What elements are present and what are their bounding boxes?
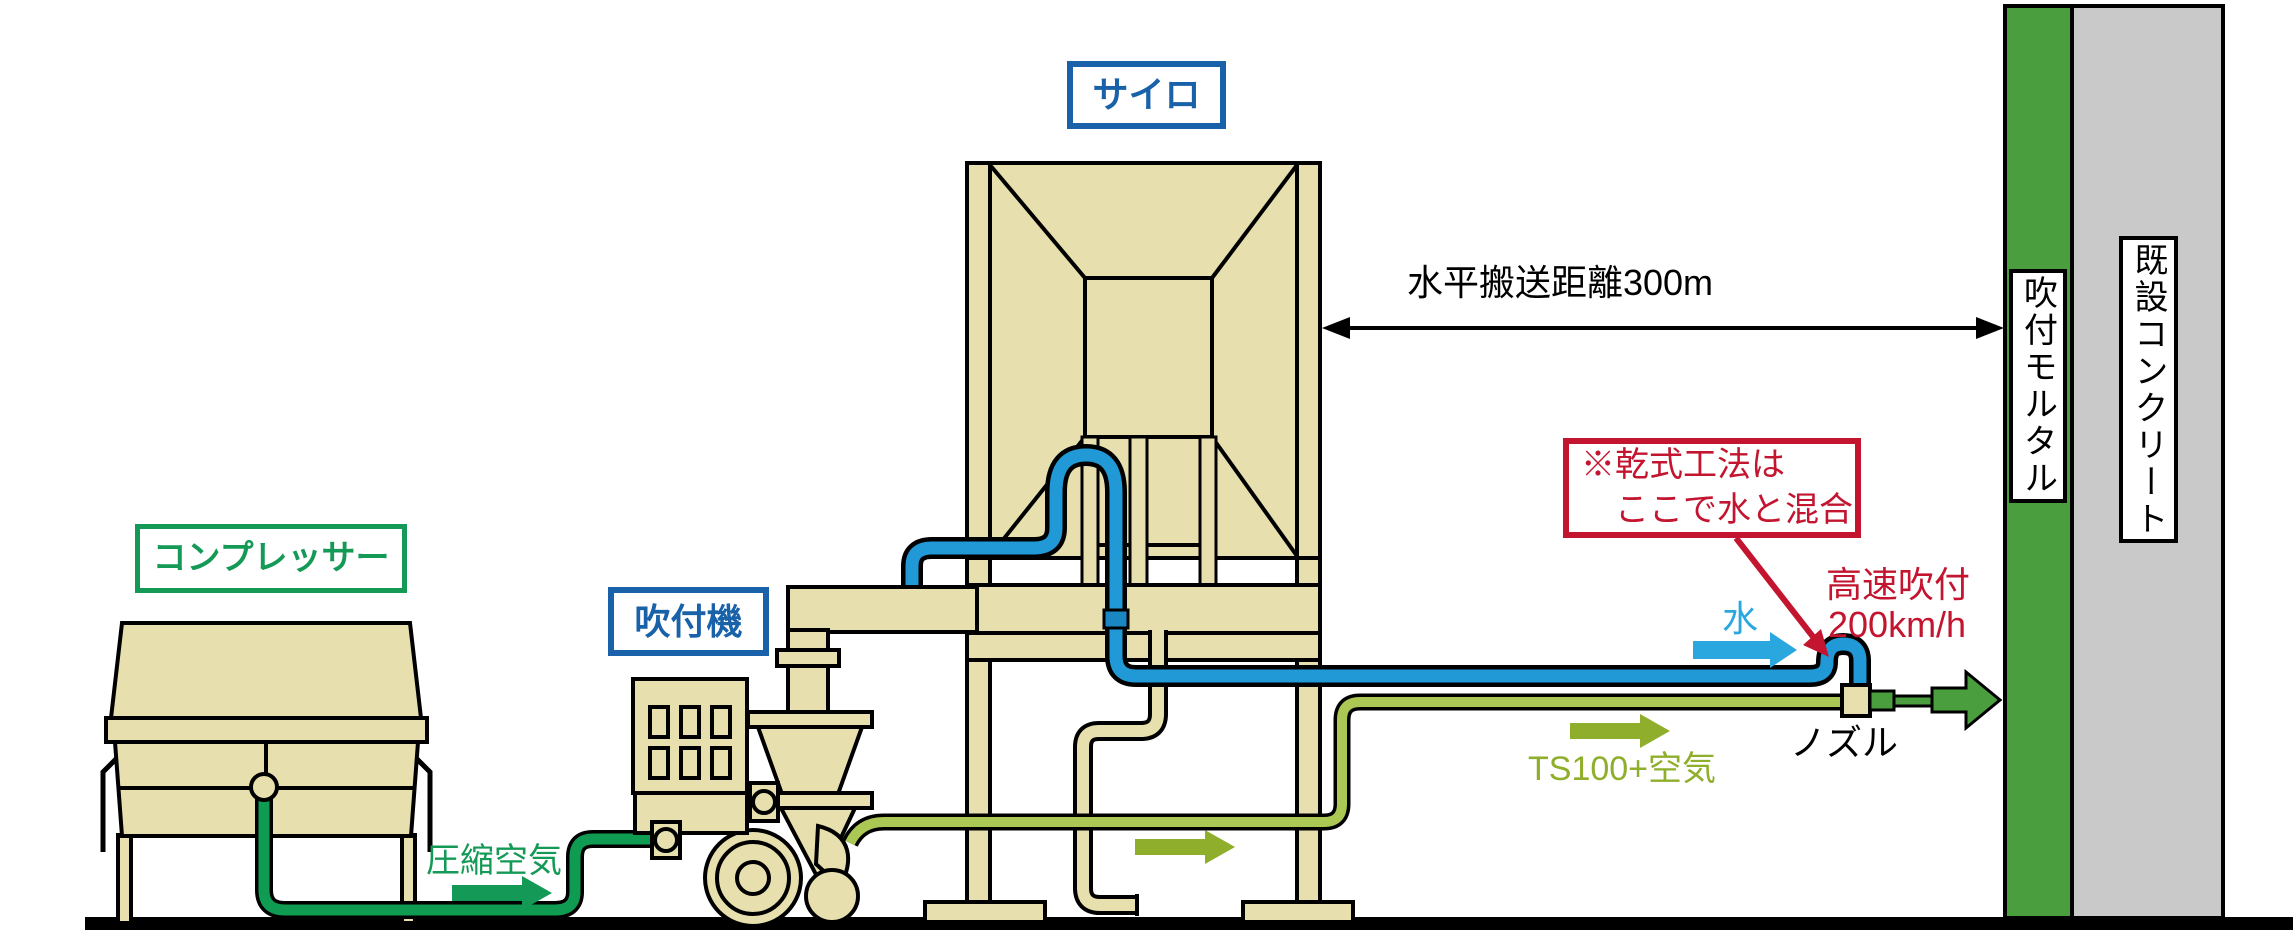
compressor-outlet-port [249,772,279,802]
highspeed-label-line2: 200km/h [1828,604,1967,645]
dry-method-note: ※乾式工法は ここで水と混合 [1563,438,1861,538]
ground-line [85,917,2293,930]
ts100-air-pipe [842,693,1845,848]
distance-dimension-arrow [1322,317,2004,339]
water-label: 水 [1722,598,1759,639]
compressor-hood [108,621,424,720]
ts100-label: TS100+空気 [1528,750,1717,788]
silo-label-box: サイロ [1067,61,1226,129]
ts100-flow-arrow [1570,714,1670,748]
nozzle-label: ノズル [1790,722,1899,763]
note-line2: ここで水と混合 [1615,491,1853,529]
compressor-label: コンプレッサー [152,538,390,577]
silo-right-foot [1241,900,1355,924]
compressed-air-pipe [255,795,660,919]
sprayer-label: 吹付機 [634,600,743,642]
note-leader-arrow [1733,536,1829,657]
blue-pipe [901,443,1871,689]
feed-duct [786,585,979,634]
highspeed-label-line1: 高速吹付 [1826,564,1971,605]
silo-left-foot [923,900,1047,924]
water-flow-arrow [1693,632,1797,668]
compressor-label-box: コンプレッサー [135,524,407,593]
compressed-air-label: 圧縮空気 [426,842,562,880]
silo-hopper-inner [1083,276,1214,439]
nozzle-assembly [1840,668,2003,732]
blue-pipe-coupling [1102,608,1130,630]
existing-concrete-wall [2070,4,2225,920]
silo-discharge-chute [1073,630,1168,916]
note-line1: ※乾式工法は [1581,446,1785,485]
sprayer-label-box: 吹付機 [608,587,769,656]
sprayer-roller [804,868,860,924]
existing-concrete-label: 既設コンクリート [2119,236,2178,543]
silo-structure [923,161,1355,924]
distance-label: 水平搬送距離300m [1406,262,1714,303]
nozzle-junction [1840,683,1872,718]
mortar-layer-label: 吹付モルタル [2009,269,2067,503]
sprayer-machine [631,628,874,928]
silo-label: サイロ [1092,74,1201,116]
silo-bottom-frame [965,583,1322,662]
compressed-air-flow-arrow [452,876,552,910]
spray-jet-arrow [1930,668,2003,732]
silo-flow-arrow [1135,830,1235,864]
